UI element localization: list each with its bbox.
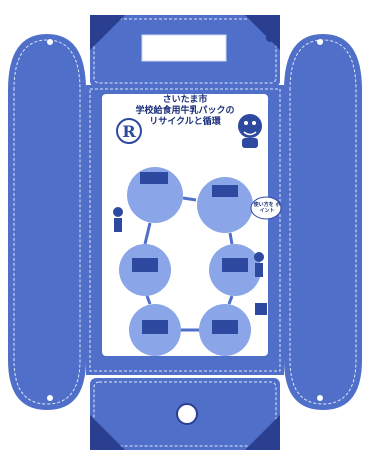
arrow-6 xyxy=(143,222,152,245)
forklift-icon xyxy=(255,303,267,315)
warehouse-icon xyxy=(222,258,248,272)
product-icon xyxy=(132,258,158,272)
r-logo-ring xyxy=(116,118,142,144)
bottom-hole xyxy=(176,403,198,425)
arrow-3 xyxy=(227,295,234,305)
title-line-3: リサイクルと循環 xyxy=(149,117,221,127)
speech-bubble xyxy=(250,196,282,220)
mascot-icon xyxy=(238,114,262,148)
arrow-1 xyxy=(182,196,197,202)
title-line-2: 学校給食用牛乳パックの xyxy=(135,106,235,116)
top-label-slot xyxy=(141,34,227,62)
title-line-1: さいたま市 xyxy=(162,95,208,105)
cycle-diagram xyxy=(113,167,267,356)
recycle-truck-icon xyxy=(212,185,238,197)
cycle-circle-recycle xyxy=(197,177,253,233)
top-hole xyxy=(266,34,274,42)
arrow-5 xyxy=(145,295,152,305)
right-flap-stitch xyxy=(289,39,357,405)
right-bottom-dot xyxy=(317,395,323,401)
top-left-corner xyxy=(90,15,125,50)
left-top-dot xyxy=(47,39,53,45)
person-icon-2 xyxy=(254,252,264,262)
arrow-2 xyxy=(228,232,234,245)
factory-icon xyxy=(142,320,168,334)
bottom-right-corner xyxy=(245,415,280,450)
person-body-icon-2 xyxy=(255,263,263,277)
person-body-icon xyxy=(114,218,122,232)
school-building-icon xyxy=(140,172,168,184)
left-bottom-dot xyxy=(47,395,53,401)
person-icon xyxy=(113,207,123,217)
carton-title: さいたま市 学校給食用牛乳パックの リサイクルと循環 xyxy=(120,95,250,128)
right-top-dot xyxy=(317,39,323,45)
bottom-flap-stitch xyxy=(93,381,277,447)
bottom-left-corner xyxy=(90,415,125,450)
right-flap xyxy=(284,34,362,410)
left-flap-stitch xyxy=(13,39,81,405)
left-flap xyxy=(8,34,86,410)
pulp-icon xyxy=(212,320,238,334)
callout-text: 使い方を ポイント xyxy=(253,202,281,214)
r-logo-letter: R xyxy=(122,122,136,141)
main-body-stitch xyxy=(89,88,281,372)
top-flap-stitch xyxy=(93,18,277,84)
